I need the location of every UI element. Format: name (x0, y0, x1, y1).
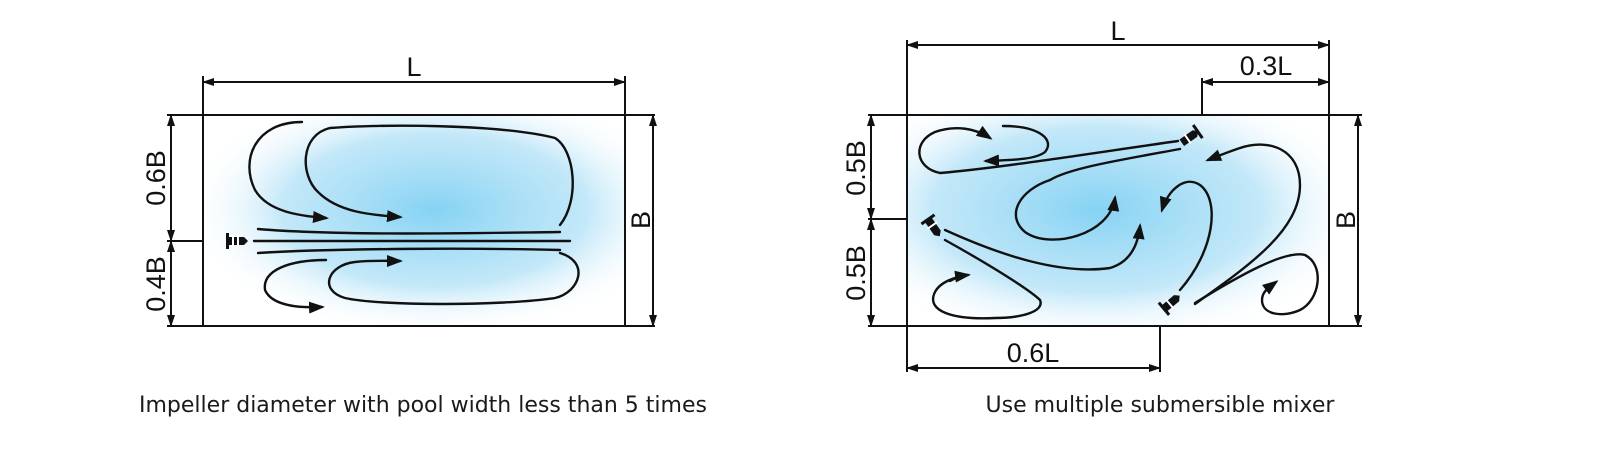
left-dim-lower-label: 0.4B (141, 256, 171, 312)
flow-left-jet (943, 223, 1145, 271)
submersible-mixer-icon (1179, 124, 1204, 147)
flow-jet (1048, 147, 1182, 182)
submersible-mixer-icon (1157, 295, 1180, 316)
right-pool-water (907, 115, 1329, 326)
left-diagram: L B 0.6B 0.4B Impeller (139, 52, 707, 418)
flow-upper-big-loop (304, 124, 574, 227)
left-dim-upper-label: 0.6B (141, 150, 171, 206)
right-dim-offset-top-label: 0.3L (1240, 51, 1293, 81)
flow-middle-loop (1014, 178, 1120, 241)
left-dim-width-label: B (626, 211, 656, 229)
flow-bottom-jet (1159, 180, 1213, 292)
flow-top-left-inner (983, 124, 1050, 167)
left-pool-water (203, 115, 625, 326)
submersible-mixer-icon (226, 233, 248, 249)
right-dim-upper-label: 0.5B (841, 140, 871, 196)
left-caption: Impeller diameter with pool width less t… (139, 393, 707, 418)
flow-lower-left-loop (263, 258, 328, 314)
flow-top-left-loop (918, 125, 993, 175)
flow-right-loop (1193, 143, 1302, 306)
flow-left-jet-arrow (948, 270, 971, 283)
left-pool-outline (202, 114, 626, 327)
left-dim-length-label: L (406, 52, 421, 82)
flow-jet (938, 139, 1180, 175)
right-dim-lower-label: 0.5B (841, 245, 871, 301)
flow-lower-jet (256, 247, 562, 255)
flow-upper-jet (256, 227, 562, 235)
flow-upper-left-loop (248, 120, 329, 223)
right-flow-lines (918, 124, 1319, 320)
flow-lower-big-loop (327, 251, 580, 306)
right-dim-length-label: L (1110, 16, 1125, 46)
right-dim-offset-bottom-label: 0.6L (1007, 338, 1060, 368)
flow-left-jet-lower (931, 238, 1042, 320)
right-dim-width-label: B (1331, 211, 1361, 229)
right-diagram: L 0.3L B 0.5B 0.5B 0.6L (841, 16, 1362, 418)
flow-bottom-right-loop (1193, 253, 1319, 316)
submersible-mixer-icon (920, 213, 941, 237)
right-caption: Use multiple submersible mixer (986, 393, 1336, 418)
left-flow-lines (248, 120, 580, 314)
right-pool-outline (906, 114, 1330, 327)
